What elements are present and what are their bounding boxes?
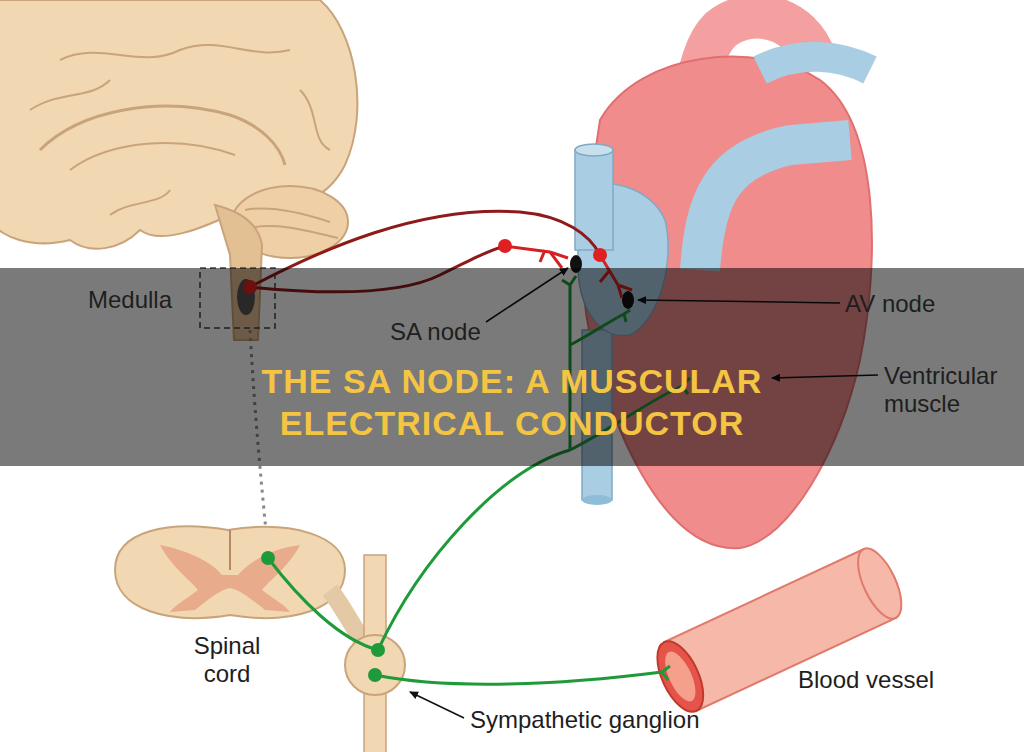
part-label: Sympathetic ganglion xyxy=(470,706,699,734)
title-text: THE SA NODE: A MUSCULAR ELECTRICAL CONDU… xyxy=(152,360,872,444)
part-label: SA node xyxy=(390,318,481,346)
part-label: Medulla xyxy=(88,286,172,314)
part-label: AV node xyxy=(845,290,935,318)
part-label: Spinal cord xyxy=(182,632,272,688)
part-label: Blood vessel xyxy=(798,666,934,694)
spinal-cord xyxy=(115,526,405,752)
part-label: Ventricular muscle xyxy=(884,362,1009,418)
